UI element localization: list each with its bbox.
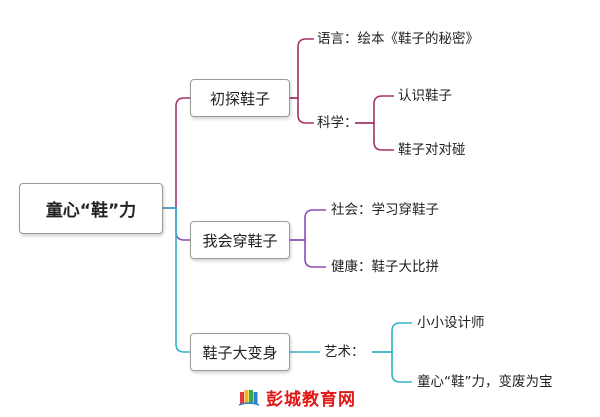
leaf-know-shoes: 认识鞋子 (398, 88, 452, 104)
branch-node-explore-shoes: 初探鞋子 (190, 79, 290, 117)
leaf-language: 语言：绘本《鞋子的秘密》 (317, 31, 479, 47)
connector-root-b1 (163, 97, 190, 209)
connector-art-leaf1 (372, 322, 412, 353)
branch-node-shoe-makeover: 鞋子大变身 (190, 333, 290, 371)
leaf-social: 社会：学习穿鞋子 (331, 202, 439, 218)
connector-science-leaf1 (355, 95, 394, 124)
connector-science-leaf2 (355, 122, 394, 151)
watermark: 彭城教育网 (238, 384, 356, 410)
leaf-shoe-match: 鞋子对对碰 (398, 142, 466, 158)
connector-b1-language (290, 38, 314, 99)
connector-root-b3 (163, 207, 190, 353)
watermark-text: 彭城教育网 (266, 389, 356, 410)
connector-b2-health (290, 239, 326, 268)
leaf-science: 科学： (317, 115, 358, 131)
connector-b1-science (290, 97, 314, 124)
leaf-art: 艺术： (324, 344, 365, 360)
leaf-little-designer: 小小设计师 (417, 315, 485, 331)
book-logo-icon (238, 390, 260, 406)
root-node: 童心“鞋”力 (19, 183, 163, 234)
connector-b2-social (290, 209, 326, 241)
branch-node-wear-shoes: 我会穿鞋子 (190, 221, 290, 259)
leaf-health: 健康：鞋子大比拼 (331, 259, 439, 275)
connector-art-leaf2 (372, 351, 412, 383)
leaf-recycle: 童心“鞋”力，变废为宝 (417, 374, 553, 390)
